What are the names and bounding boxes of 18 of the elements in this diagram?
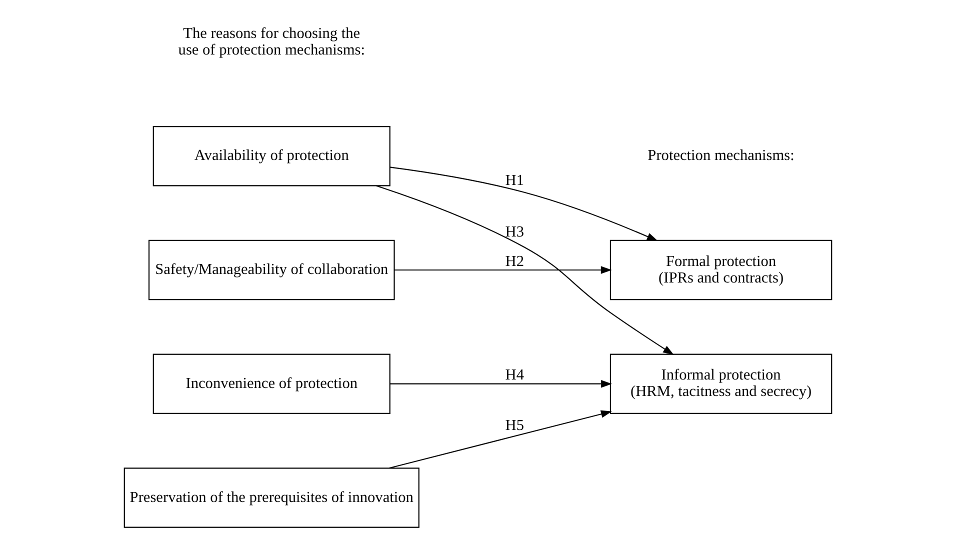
node-box: Inconvenience of protection — [152, 354, 390, 414]
node-box: Formal protection (IPRs and contracts) — [609, 240, 832, 300]
arrow — [389, 380, 612, 388]
edge-label: H1 — [504, 172, 524, 189]
node-box: Preservation of the prerequisites of innovation — [123, 468, 419, 528]
label: Protection mechanisms: — [647, 147, 794, 164]
edge-label: H2 — [504, 252, 524, 270]
edge-label: H5 — [504, 417, 524, 434]
arrow — [388, 410, 612, 469]
arrow — [376, 185, 674, 356]
label: The reasons for choosing the use of protection mechanisms: — [178, 25, 364, 59]
node-box: Informal protection (HRM, tacitness and secrecy) — [609, 354, 832, 414]
node-box: Safety/Manageability of collaboration — [148, 240, 394, 300]
node-box: Availability of protection — [152, 126, 390, 186]
arrow — [389, 166, 658, 242]
arrow — [394, 266, 612, 274]
edge-label: H3 — [504, 223, 524, 240]
edge-label: H4 — [504, 366, 524, 384]
